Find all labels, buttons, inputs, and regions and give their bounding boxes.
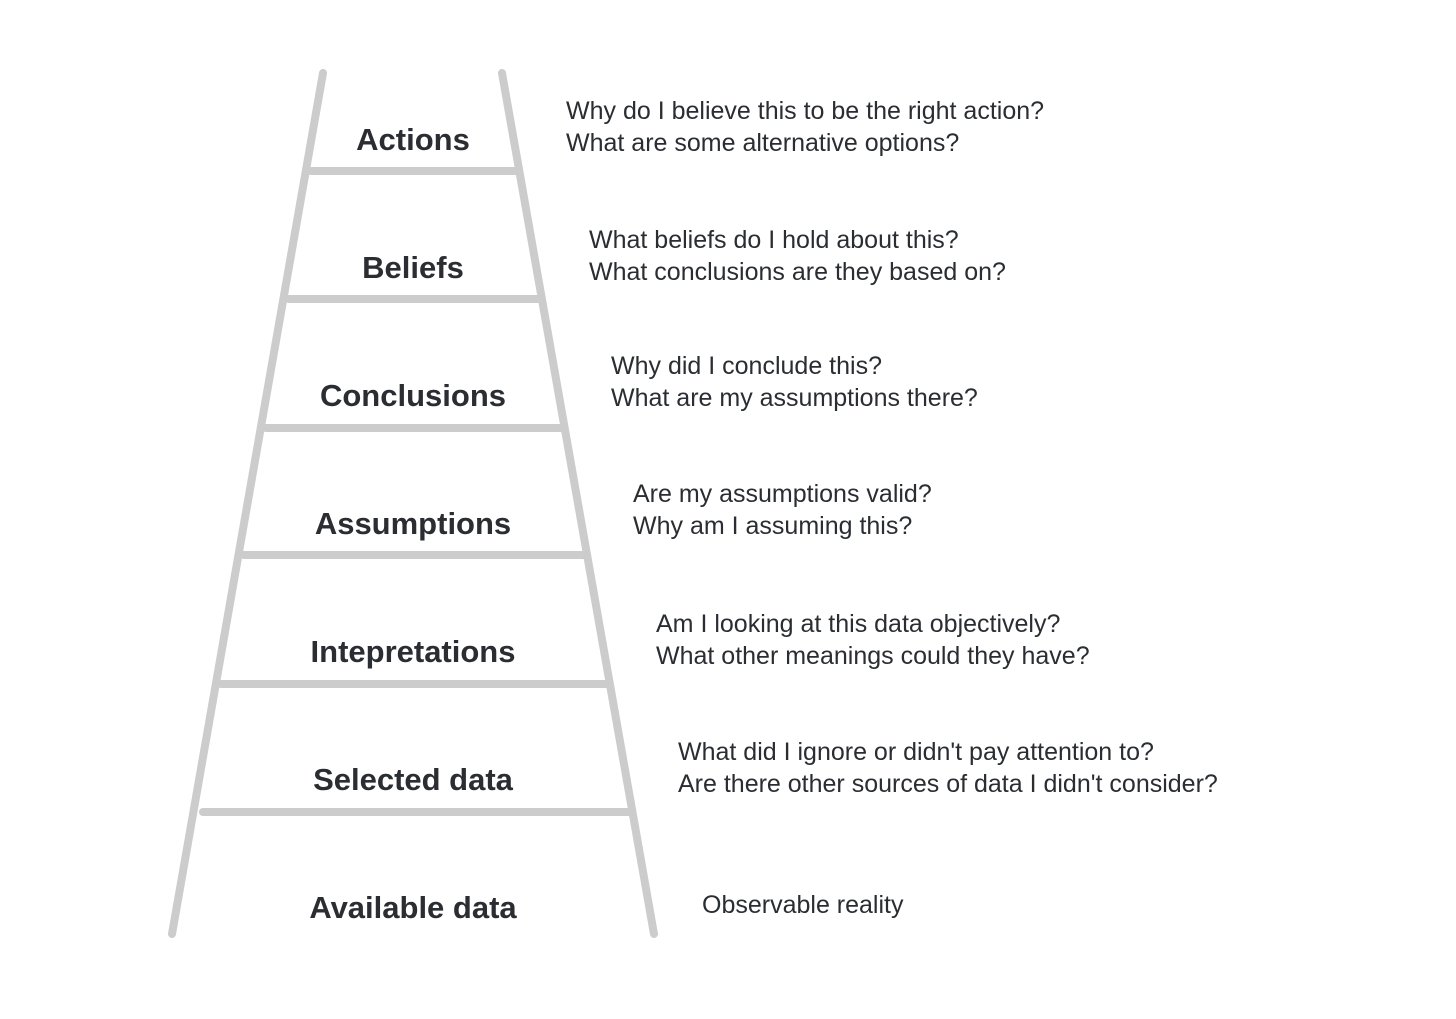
question: Observable reality <box>702 891 904 919</box>
question: Are my assumptions valid? <box>633 480 932 508</box>
question: What conclusions are they based on? <box>589 258 1006 286</box>
question: Why am I assuming this? <box>633 512 913 540</box>
questions-selected-data: What did I ignore or didn't pay attentio… <box>678 736 1218 800</box>
questions-interpretations: Am I looking at this data objectively? W… <box>656 608 1090 672</box>
rung-label-selected-data: Selected data <box>313 762 513 797</box>
questions-beliefs: What beliefs do I hold about this? What … <box>589 224 1006 288</box>
ladder-right-rail <box>498 69 658 938</box>
rung-label-conclusions: Conclusions <box>319 378 506 413</box>
ladder-left-rail <box>168 69 327 938</box>
questions-actions: Why do I believe this to be the right ac… <box>566 95 1044 159</box>
rung-label-interpretations: Intepretations <box>310 634 516 669</box>
question: Am I looking at this data objectively? <box>656 610 1061 638</box>
rung-label-beliefs: Beliefs <box>362 250 464 285</box>
questions-conclusions: Why did I conclude this? What are my ass… <box>611 350 978 414</box>
question: Why did I conclude this? <box>611 352 882 380</box>
question: Why do I believe this to be the right ac… <box>566 97 1045 125</box>
rung-label-assumptions: Assumptions <box>314 506 512 541</box>
questions-assumptions: Are my assumptions valid? Why am I assum… <box>633 478 932 542</box>
rung-label-actions: Actions <box>356 122 470 157</box>
question: What are some alternative options? <box>566 129 960 157</box>
question: Are there other sources of data I didn't… <box>678 770 1218 798</box>
question: What did I ignore or didn't pay attentio… <box>678 738 1154 766</box>
questions-available-data: Observable reality <box>702 889 903 921</box>
question: What beliefs do I hold about this? <box>589 226 959 254</box>
question: What other meanings could they have? <box>656 642 1090 670</box>
question: What are my assumptions there? <box>611 384 978 412</box>
rung-label-available-data: Available data <box>309 890 517 925</box>
